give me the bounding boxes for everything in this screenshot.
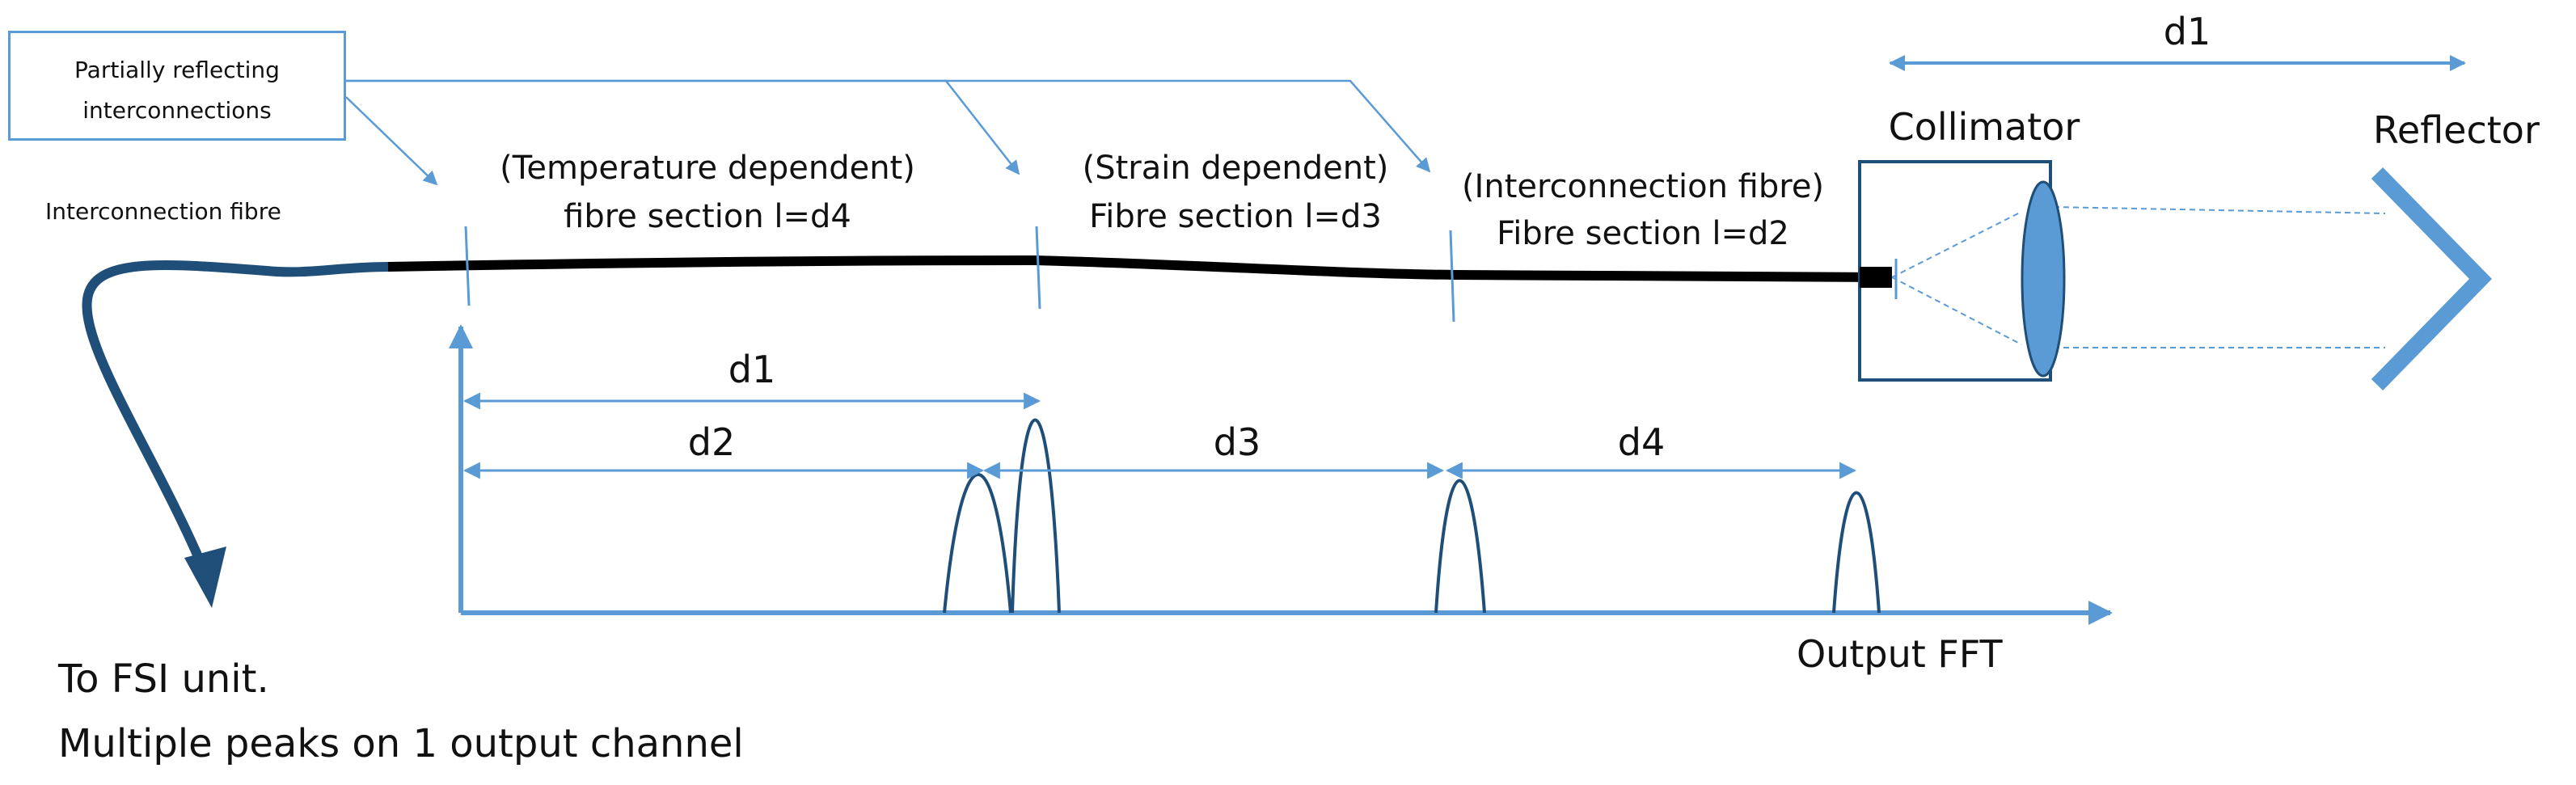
peak-d2: [943, 473, 1012, 614]
fft-d2-label: d2: [687, 420, 736, 464]
fft-d3-label: d3: [1213, 420, 1261, 464]
multiple-peaks-label: Multiple peaks on 1 output channel: [58, 721, 744, 766]
interconnection-fibre-curve: [82, 260, 393, 608]
temperature-section-label-1: (Temperature dependent): [500, 150, 915, 187]
peak-d1: [1011, 418, 1061, 614]
note-box-line-1: Partially reflecting: [74, 57, 280, 83]
strain-section-label-2: Fibre section l=d3: [1089, 198, 1382, 235]
interconnection-marks: [464, 226, 1455, 323]
output-fft-label: Output FFT: [1797, 632, 2003, 676]
collimator-lens: [2021, 180, 2066, 378]
interconnection-mark-3: [1449, 230, 1455, 323]
collimator: [1858, 160, 2386, 382]
interconnection-section-label-2: Fibre section l=d2: [1497, 215, 1789, 252]
interconnection-mark-1: [464, 226, 471, 306]
callout-line-3: [346, 79, 1431, 173]
collimator-label: Collimator: [1888, 105, 2080, 149]
note-box-line-2: interconnections: [82, 97, 272, 124]
interconnection-mark-2: [1035, 226, 1041, 310]
reflector: [2371, 167, 2492, 390]
fibre-line: [387, 255, 1893, 282]
strain-section-label-1: (Strain dependent): [1082, 150, 1389, 187]
temperature-section-label-2: fibre section l=d4: [564, 198, 851, 235]
partially-reflecting-note-box: [8, 31, 346, 141]
reflector-label: Reflector: [2373, 108, 2540, 152]
callout-line-1: [345, 96, 438, 186]
interconnection-section-label-1: (Interconnection fibre): [1461, 168, 1825, 205]
fft-distance-arrows: [462, 392, 1857, 479]
fft-d4-label: d4: [1617, 420, 1666, 464]
peak-d3: [1434, 479, 1486, 614]
to-fsi-unit-label: To FSI unit.: [58, 656, 269, 702]
fft-d1-label: d1: [728, 348, 776, 391]
peak-d4: [1832, 491, 1881, 614]
to-fsi-arrowhead: [184, 547, 226, 608]
fft-peaks: [943, 418, 1881, 614]
callout-lines: [345, 79, 1431, 186]
d1-top-label: d1: [2163, 10, 2211, 53]
interconnection-fibre-label: Interconnection fibre: [45, 198, 281, 225]
